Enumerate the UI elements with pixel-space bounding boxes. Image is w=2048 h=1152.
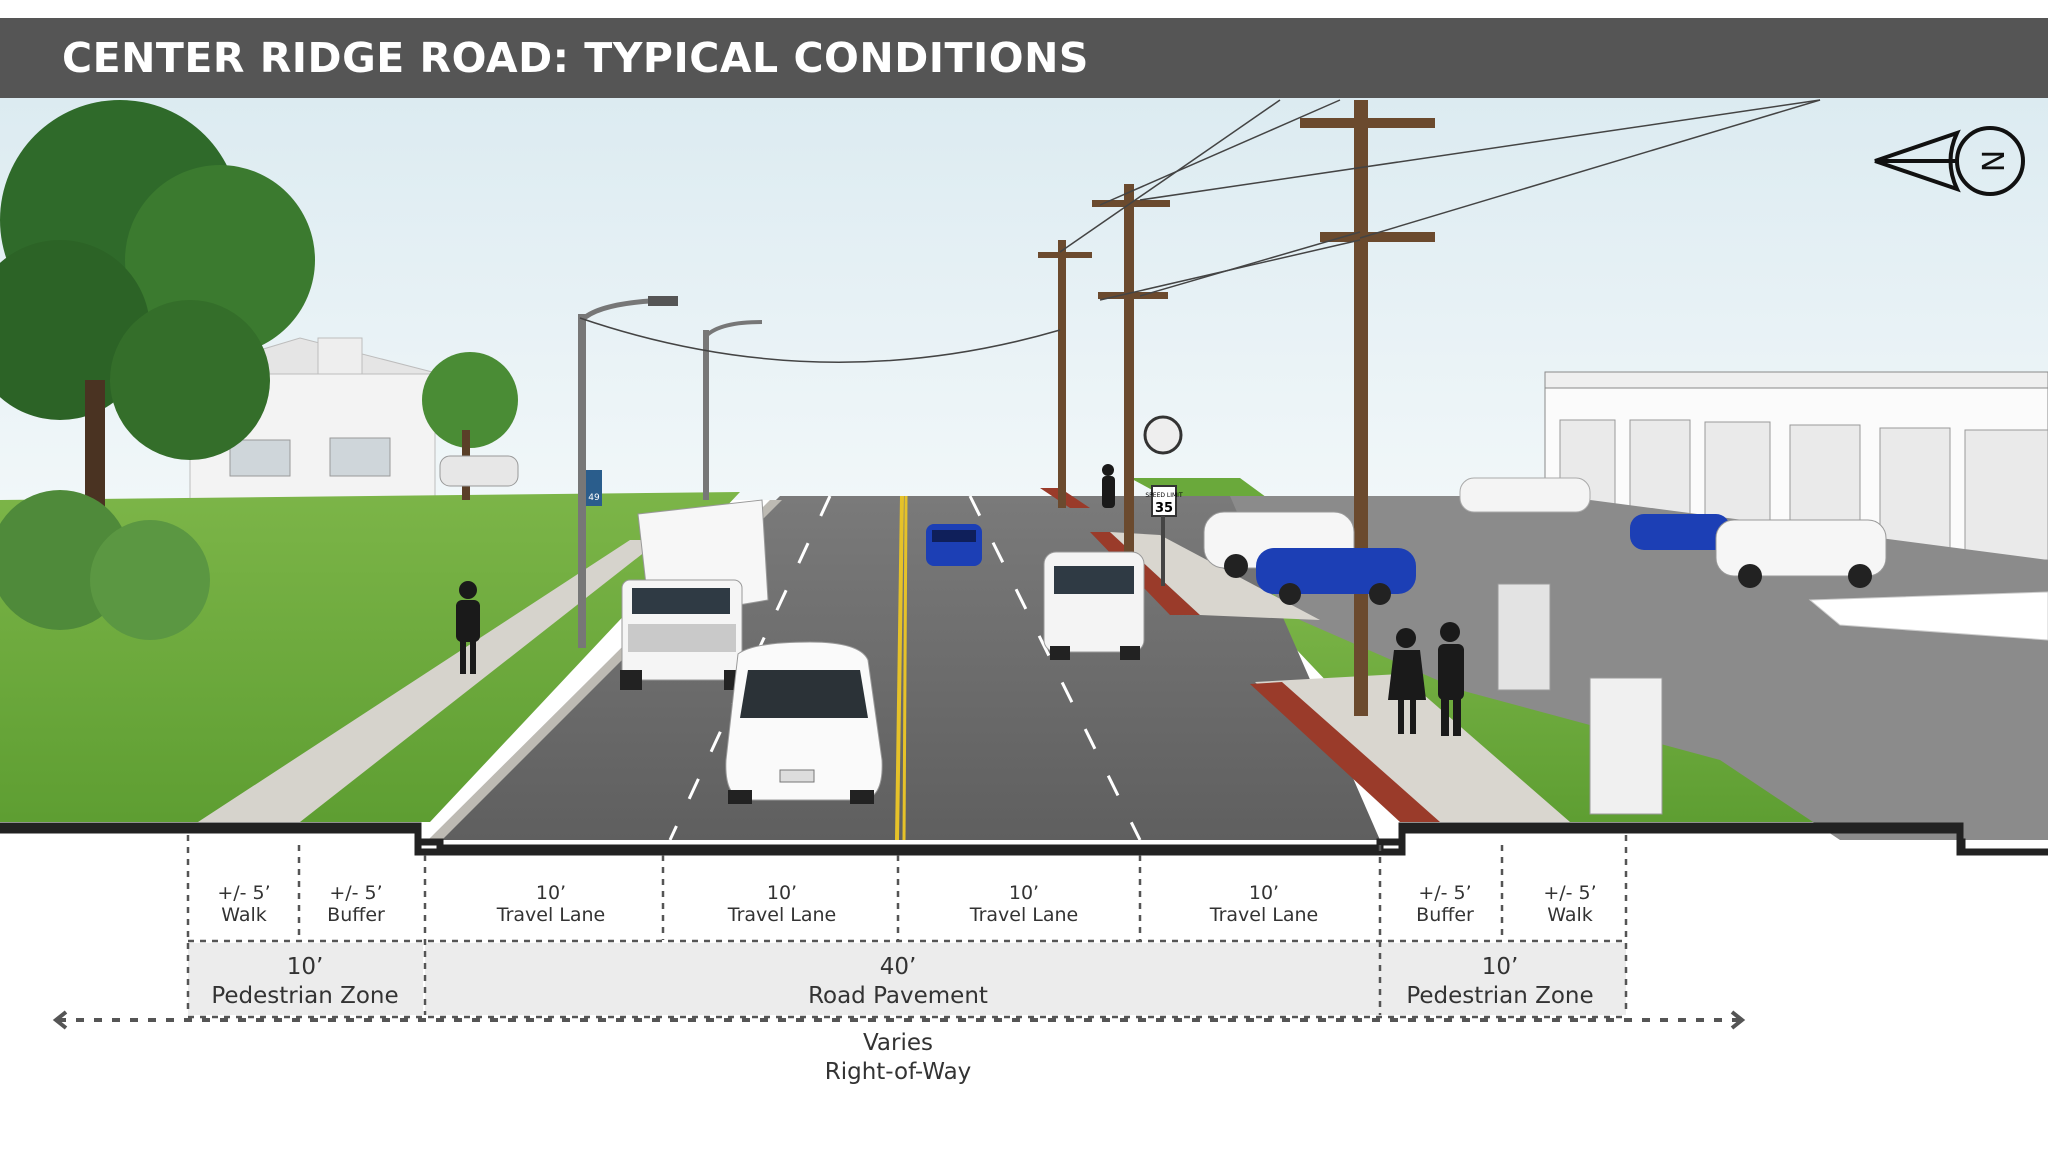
- power-lines: [579, 99, 1821, 363]
- zone-width: 40’: [879, 954, 917, 980]
- segment-label: 10’ Travel Lane: [497, 882, 605, 926]
- right-of-way-arrow: [52, 1010, 1746, 1030]
- segment-label: 10’ Travel Lane: [970, 882, 1078, 926]
- segment-label: +/- 5’ Walk: [1543, 882, 1596, 926]
- dimension-dividers: [186, 835, 1628, 1015]
- svg-text:35: 35: [1155, 501, 1173, 516]
- zone-width: 10’: [1481, 954, 1519, 980]
- zone-band-pedestrian-left: [188, 943, 423, 1015]
- zone-label: 10’ Pedestrian Zone: [211, 953, 398, 1011]
- center-line: [895, 495, 904, 841]
- segment-name: Walk: [221, 904, 267, 926]
- svg-text:49: 49: [588, 493, 600, 503]
- car-parked-left-house: [439, 455, 519, 487]
- right-of-way-name: Right-of-Way: [824, 1059, 972, 1085]
- segment-name: Buffer: [1416, 904, 1474, 926]
- segment-label: +/- 5’ Buffer: [327, 882, 385, 926]
- svg-text:SPEED LIMIT: SPEED LIMIT: [1145, 492, 1183, 499]
- segment-label: +/- 5’ Buffer: [1416, 882, 1474, 926]
- zone-name: Road Pavement: [808, 983, 988, 1009]
- utility-pole-far: [1038, 240, 1092, 508]
- car-white-front: [725, 641, 883, 804]
- segment-width: 10’: [766, 882, 798, 904]
- segment-width: 10’: [1008, 882, 1040, 904]
- segment-name: Travel Lane: [496, 904, 606, 926]
- right-of-way-width: Varies: [862, 1030, 934, 1056]
- utility-box-1: [1497, 583, 1551, 691]
- segment-name: Walk: [1547, 904, 1593, 926]
- segment-width: +/- 5’: [1418, 882, 1472, 904]
- pedestrian-left: [456, 581, 480, 674]
- streetlight-2: [703, 320, 763, 500]
- segment-width: +/- 5’: [1543, 882, 1597, 904]
- zone-band-road: [425, 943, 1380, 1015]
- page-title: CENTER RIDGE ROAD: TYPICAL CONDITIONS: [62, 34, 1089, 82]
- title-bar: CENTER RIDGE ROAD: TYPICAL CONDITIONS: [0, 18, 2048, 98]
- zone-name: Pedestrian Zone: [211, 983, 399, 1009]
- speed-limit-sign-icon: SPEED LIMIT 35: [1143, 415, 1183, 586]
- car-blue-road: [926, 524, 982, 566]
- bus-stop-sign-icon: 49: [586, 470, 602, 506]
- segment-width: +/- 5’: [329, 882, 383, 904]
- car-parked-blue-2: [1630, 514, 1730, 550]
- zone-band-pedestrian-right: [1380, 943, 1626, 1015]
- right-of-way-label: Varies Right-of-Way: [825, 1029, 972, 1087]
- segment-name: Buffer: [327, 904, 385, 926]
- car-parked-white-3: [1715, 519, 1887, 588]
- north-arrow-icon: N: [1874, 126, 2025, 196]
- brick-buffer-right: [1250, 682, 1440, 822]
- sidewalk-right: [1255, 674, 1570, 822]
- box-truck: [620, 499, 769, 690]
- car-parked-blue-1: [1256, 548, 1416, 605]
- pedestrian-far: [1102, 464, 1115, 508]
- sidewalk-left: [198, 540, 660, 822]
- tree-large: [0, 100, 315, 640]
- utility-box-2: [1589, 677, 1663, 815]
- van-white: [1043, 551, 1145, 660]
- car-parked-white-2: [1459, 477, 1591, 513]
- segment-width: 10’: [535, 882, 567, 904]
- zone-name: Pedestrian Zone: [1406, 983, 1594, 1009]
- segment-name: Travel Lane: [1209, 904, 1319, 926]
- segment-name: Travel Lane: [727, 904, 837, 926]
- segment-width: +/- 5’: [217, 882, 271, 904]
- zone-width: 10’: [286, 954, 324, 980]
- zone-label: 40’ Road Pavement: [808, 953, 988, 1011]
- segment-label: 10’ Travel Lane: [1210, 882, 1318, 926]
- zone-label: 10’ Pedestrian Zone: [1406, 953, 1593, 1011]
- segment-width: 10’: [1248, 882, 1280, 904]
- segment-label: +/- 5’ Walk: [217, 882, 270, 926]
- segment-label: 10’ Travel Lane: [728, 882, 836, 926]
- svg-text:N: N: [1977, 150, 2012, 172]
- segment-name: Travel Lane: [969, 904, 1079, 926]
- pedestrians-couple: [1388, 622, 1464, 736]
